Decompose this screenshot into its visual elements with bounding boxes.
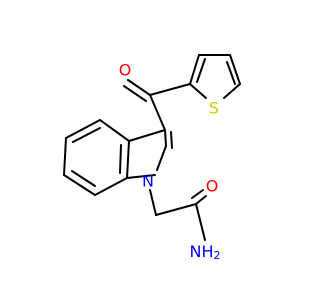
bond (155, 203, 197, 216)
carbonyl-oxygen-label: O (119, 61, 132, 80)
benzene-ring (63, 119, 130, 196)
bond (156, 145, 167, 171)
bond (126, 140, 130, 179)
bond (99, 119, 130, 142)
double-bond-inner (72, 127, 101, 143)
bond (189, 83, 207, 99)
bond (149, 94, 166, 131)
bond (149, 83, 191, 96)
background (0, 0, 300, 300)
double-bond-inner (226, 61, 236, 85)
amide-nitrogen-subscript: 2 (214, 249, 221, 262)
bond (94, 177, 128, 196)
bond (223, 83, 241, 99)
double-bond-inner (196, 58, 206, 83)
indole-nitrogen-label: N (142, 172, 154, 191)
bond (65, 119, 101, 139)
acetamide-chain (149, 189, 207, 241)
bond (195, 203, 206, 241)
amide-nitrogen-symbol: NH (190, 242, 214, 261)
carbonyl-bond (127, 79, 151, 96)
amide-nitrogen-label: NH2 (190, 242, 221, 262)
amide-oxygen-label: O (206, 177, 219, 196)
amide-carbonyl-bond (195, 195, 207, 205)
bond (63, 174, 96, 196)
bond (189, 54, 200, 85)
ketone-linker (123, 79, 191, 131)
bond (63, 137, 67, 176)
double-bond-inner (119, 144, 122, 174)
bond (229, 54, 241, 85)
bond (149, 189, 157, 216)
sulfur-label: S (209, 99, 219, 118)
pyrrole-ring (126, 129, 173, 179)
bond (128, 129, 166, 142)
bond (164, 129, 167, 147)
carbonyl-bond (123, 85, 147, 102)
bond (170, 131, 173, 149)
thiophene-ring (189, 54, 241, 99)
bond (126, 174, 156, 179)
molecule-structure-diagram: O S N O NH2 (0, 0, 300, 300)
amide-carbonyl-bond (191, 189, 204, 199)
double-bond-inner (71, 170, 96, 187)
